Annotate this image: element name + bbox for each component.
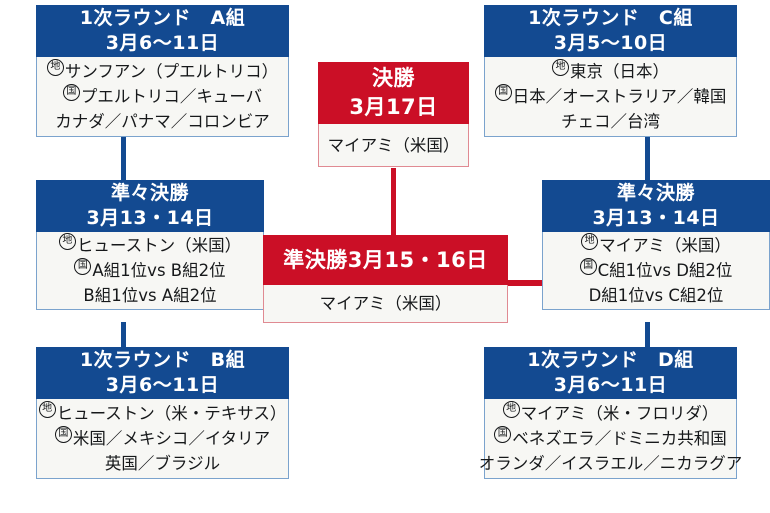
final-dates: 3月17日: [349, 95, 438, 119]
quarterfinal-right-venue: マイアミ（米国）: [599, 236, 731, 255]
group-b-teams-1: 米国／メキシコ／イタリア: [72, 429, 271, 448]
group-d-venue-line: 地マイアミ（米・フロリダ）: [502, 401, 719, 426]
quarterfinal-left-header: 準々決勝 3月13・14日: [36, 180, 264, 232]
semifinal-box: 準決勝3月15・16日 マイアミ（米国）: [263, 235, 508, 323]
final-round: 決勝: [372, 66, 415, 90]
teams-marker-icon: 国: [579, 258, 597, 275]
group-b-box: 1次ラウンド B組 3月6〜11日 地ヒューストン（米・テキサス） 国米国／メキ…: [36, 347, 289, 479]
group-a-venue-line: 地サンフアン（プエルトリコ）: [46, 59, 279, 84]
teams-marker-icon: 国: [54, 426, 72, 443]
group-a-dates: 3月6〜11日: [105, 32, 220, 54]
group-c-header: 1次ラウンド C組 3月5〜10日: [484, 5, 737, 57]
group-b-venue: ヒューストン（米・テキサス）: [56, 404, 287, 423]
group-b-venue-line: 地ヒューストン（米・テキサス）: [38, 401, 287, 426]
final-header: 決勝 3月17日: [318, 62, 469, 124]
quarterfinal-left-matchup-2: B組1位vs A組2位: [83, 286, 217, 305]
final-box: 決勝 3月17日 マイアミ（米国）: [318, 62, 469, 167]
teams-marker-icon: 国: [62, 84, 80, 101]
connector-semifinal-to-final: [391, 168, 396, 238]
connector-group-b-to-qf-left: [121, 322, 126, 348]
group-c-venue-line: 地東京（日本）: [552, 59, 669, 84]
group-a-teams-2: カナダ／パナマ／コロンビア: [55, 112, 270, 131]
group-d-teams-2: オランダ／イスラエル／ニカラグア: [478, 454, 743, 473]
group-a-header: 1次ラウンド A組 3月6〜11日: [36, 5, 289, 57]
group-c-round: 1次ラウンド C組: [528, 7, 693, 29]
semifinal-venue: マイアミ（米国）: [319, 293, 452, 313]
quarterfinal-right-dates: 3月13・14日: [592, 207, 720, 229]
connector-group-a-to-qf-left: [121, 137, 126, 181]
venue-marker-icon: 地: [38, 401, 56, 418]
semifinal-body: マイアミ（米国）: [263, 285, 508, 323]
quarterfinal-right-header: 準々決勝 3月13・14日: [542, 180, 770, 232]
final-venue: マイアミ（米国）: [327, 135, 460, 155]
group-b-header: 1次ラウンド B組 3月6〜11日: [36, 347, 289, 399]
group-c-body: 地東京（日本） 国日本／オーストラリア／韓国 チェコ／台湾: [484, 57, 737, 137]
group-c-teams-2: チェコ／台湾: [561, 112, 660, 131]
teams-marker-icon: 国: [494, 84, 512, 101]
venue-marker-icon: 地: [46, 59, 64, 76]
teams-marker-icon: 国: [74, 258, 92, 275]
venue-marker-icon: 地: [552, 59, 569, 76]
teams-marker-icon: 国: [494, 426, 512, 443]
group-d-dates: 3月6〜11日: [553, 374, 668, 396]
group-a-venue: サンフアン（プエルトリコ）: [64, 62, 279, 81]
quarterfinal-right-venue-line: 地マイアミ（米国）: [581, 233, 731, 258]
connector-group-d-to-qf-right: [645, 322, 650, 348]
semifinal-round: 準決勝3月15・16日: [283, 248, 488, 272]
quarterfinal-left-round: 準々決勝: [110, 182, 189, 204]
connector-group-c-to-qf-right: [645, 137, 650, 181]
group-a-box: 1次ラウンド A組 3月6〜11日 地サンフアン（プエルトリコ） 国プエルトリコ…: [36, 5, 289, 137]
quarterfinal-left-venue-line: 地ヒューストン（米国）: [58, 233, 242, 258]
venue-marker-icon: 地: [58, 233, 76, 250]
group-d-venue: マイアミ（米・フロリダ）: [520, 404, 719, 423]
group-d-box: 1次ラウンド D組 3月6〜11日 地マイアミ（米・フロリダ） 国ベネズエラ／ド…: [479, 347, 742, 479]
quarterfinal-left-matchup-1: A組1位vs B組2位: [92, 261, 226, 280]
group-d-body: 地マイアミ（米・フロリダ） 国ベネズエラ／ドミニカ共和国 オランダ／イスラエル／…: [479, 399, 742, 479]
group-b-teams-2: 英国／ブラジル: [104, 454, 221, 473]
group-b-round: 1次ラウンド B組: [79, 349, 246, 371]
group-a-body: 地サンフアン（プエルトリコ） 国プエルトリコ／キューバ カナダ／パナマ／コロンビ…: [36, 57, 289, 137]
group-c-venue: 東京（日本）: [570, 62, 669, 81]
venue-marker-icon: 地: [581, 233, 599, 250]
group-b-dates: 3月6〜11日: [105, 374, 220, 396]
quarterfinal-left-dates: 3月13・14日: [86, 207, 214, 229]
group-c-box: 1次ラウンド C組 3月5〜10日 地東京（日本） 国日本／オーストラリア／韓国…: [484, 5, 737, 137]
venue-marker-icon: 地: [502, 401, 520, 418]
quarterfinal-right-matchup-2: D組1位vs C組2位: [588, 286, 724, 305]
group-c-dates: 3月5〜10日: [553, 32, 668, 54]
final-body: マイアミ（米国）: [318, 124, 469, 167]
group-d-teams-line1: 国ベネズエラ／ドミニカ共和国: [494, 426, 727, 451]
group-d-teams-1: ベネズエラ／ドミニカ共和国: [512, 429, 727, 448]
group-d-round: 1次ラウンド D組: [527, 349, 694, 371]
group-a-teams-1: プエルトリコ／キューバ: [80, 87, 263, 106]
semifinal-header: 準決勝3月15・16日: [263, 235, 508, 285]
group-a-teams-line1: 国プエルトリコ／キューバ: [62, 84, 263, 109]
group-d-header: 1次ラウンド D組 3月6〜11日: [484, 347, 737, 399]
group-c-teams-line1: 国日本／オーストラリア／韓国: [494, 84, 727, 109]
group-a-round: 1次ラウンド A組: [79, 7, 246, 29]
quarterfinal-right-matchup-1: C組1位vs D組2位: [597, 261, 733, 280]
group-b-teams-line1: 国米国／メキシコ／イタリア: [54, 426, 271, 451]
quarterfinal-right-round: 準々決勝: [616, 182, 695, 204]
quarterfinal-left-venue: ヒューストン（米国）: [76, 236, 242, 255]
group-c-teams-1: 日本／オーストラリア／韓国: [512, 87, 727, 106]
group-b-body: 地ヒューストン（米・テキサス） 国米国／メキシコ／イタリア 英国／ブラジル: [36, 399, 289, 479]
